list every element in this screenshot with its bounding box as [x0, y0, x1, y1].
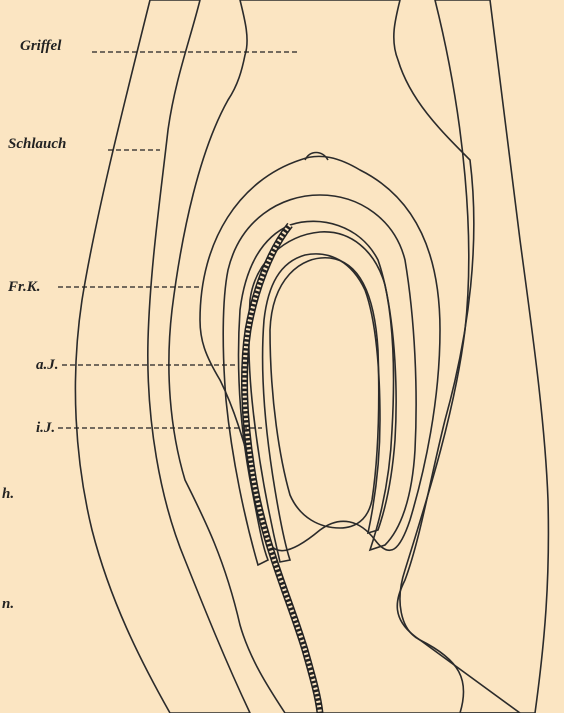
label-griffel: Griffel	[20, 38, 62, 54]
label-frk: Fr.K.	[7, 279, 41, 295]
ovary-cavity	[200, 156, 440, 550]
label-schlauch: Schlauch	[8, 136, 66, 152]
label-n: n.	[2, 596, 14, 612]
nucellus	[270, 258, 379, 528]
pollen-tube-beads	[245, 225, 320, 713]
outer-integument	[223, 195, 416, 565]
inner-integument	[249, 232, 396, 562]
griffel-tissue	[169, 0, 520, 713]
label-aj: a.J.	[36, 357, 59, 373]
label-ij: i.J.	[36, 420, 55, 436]
label-h: h.	[2, 486, 14, 502]
